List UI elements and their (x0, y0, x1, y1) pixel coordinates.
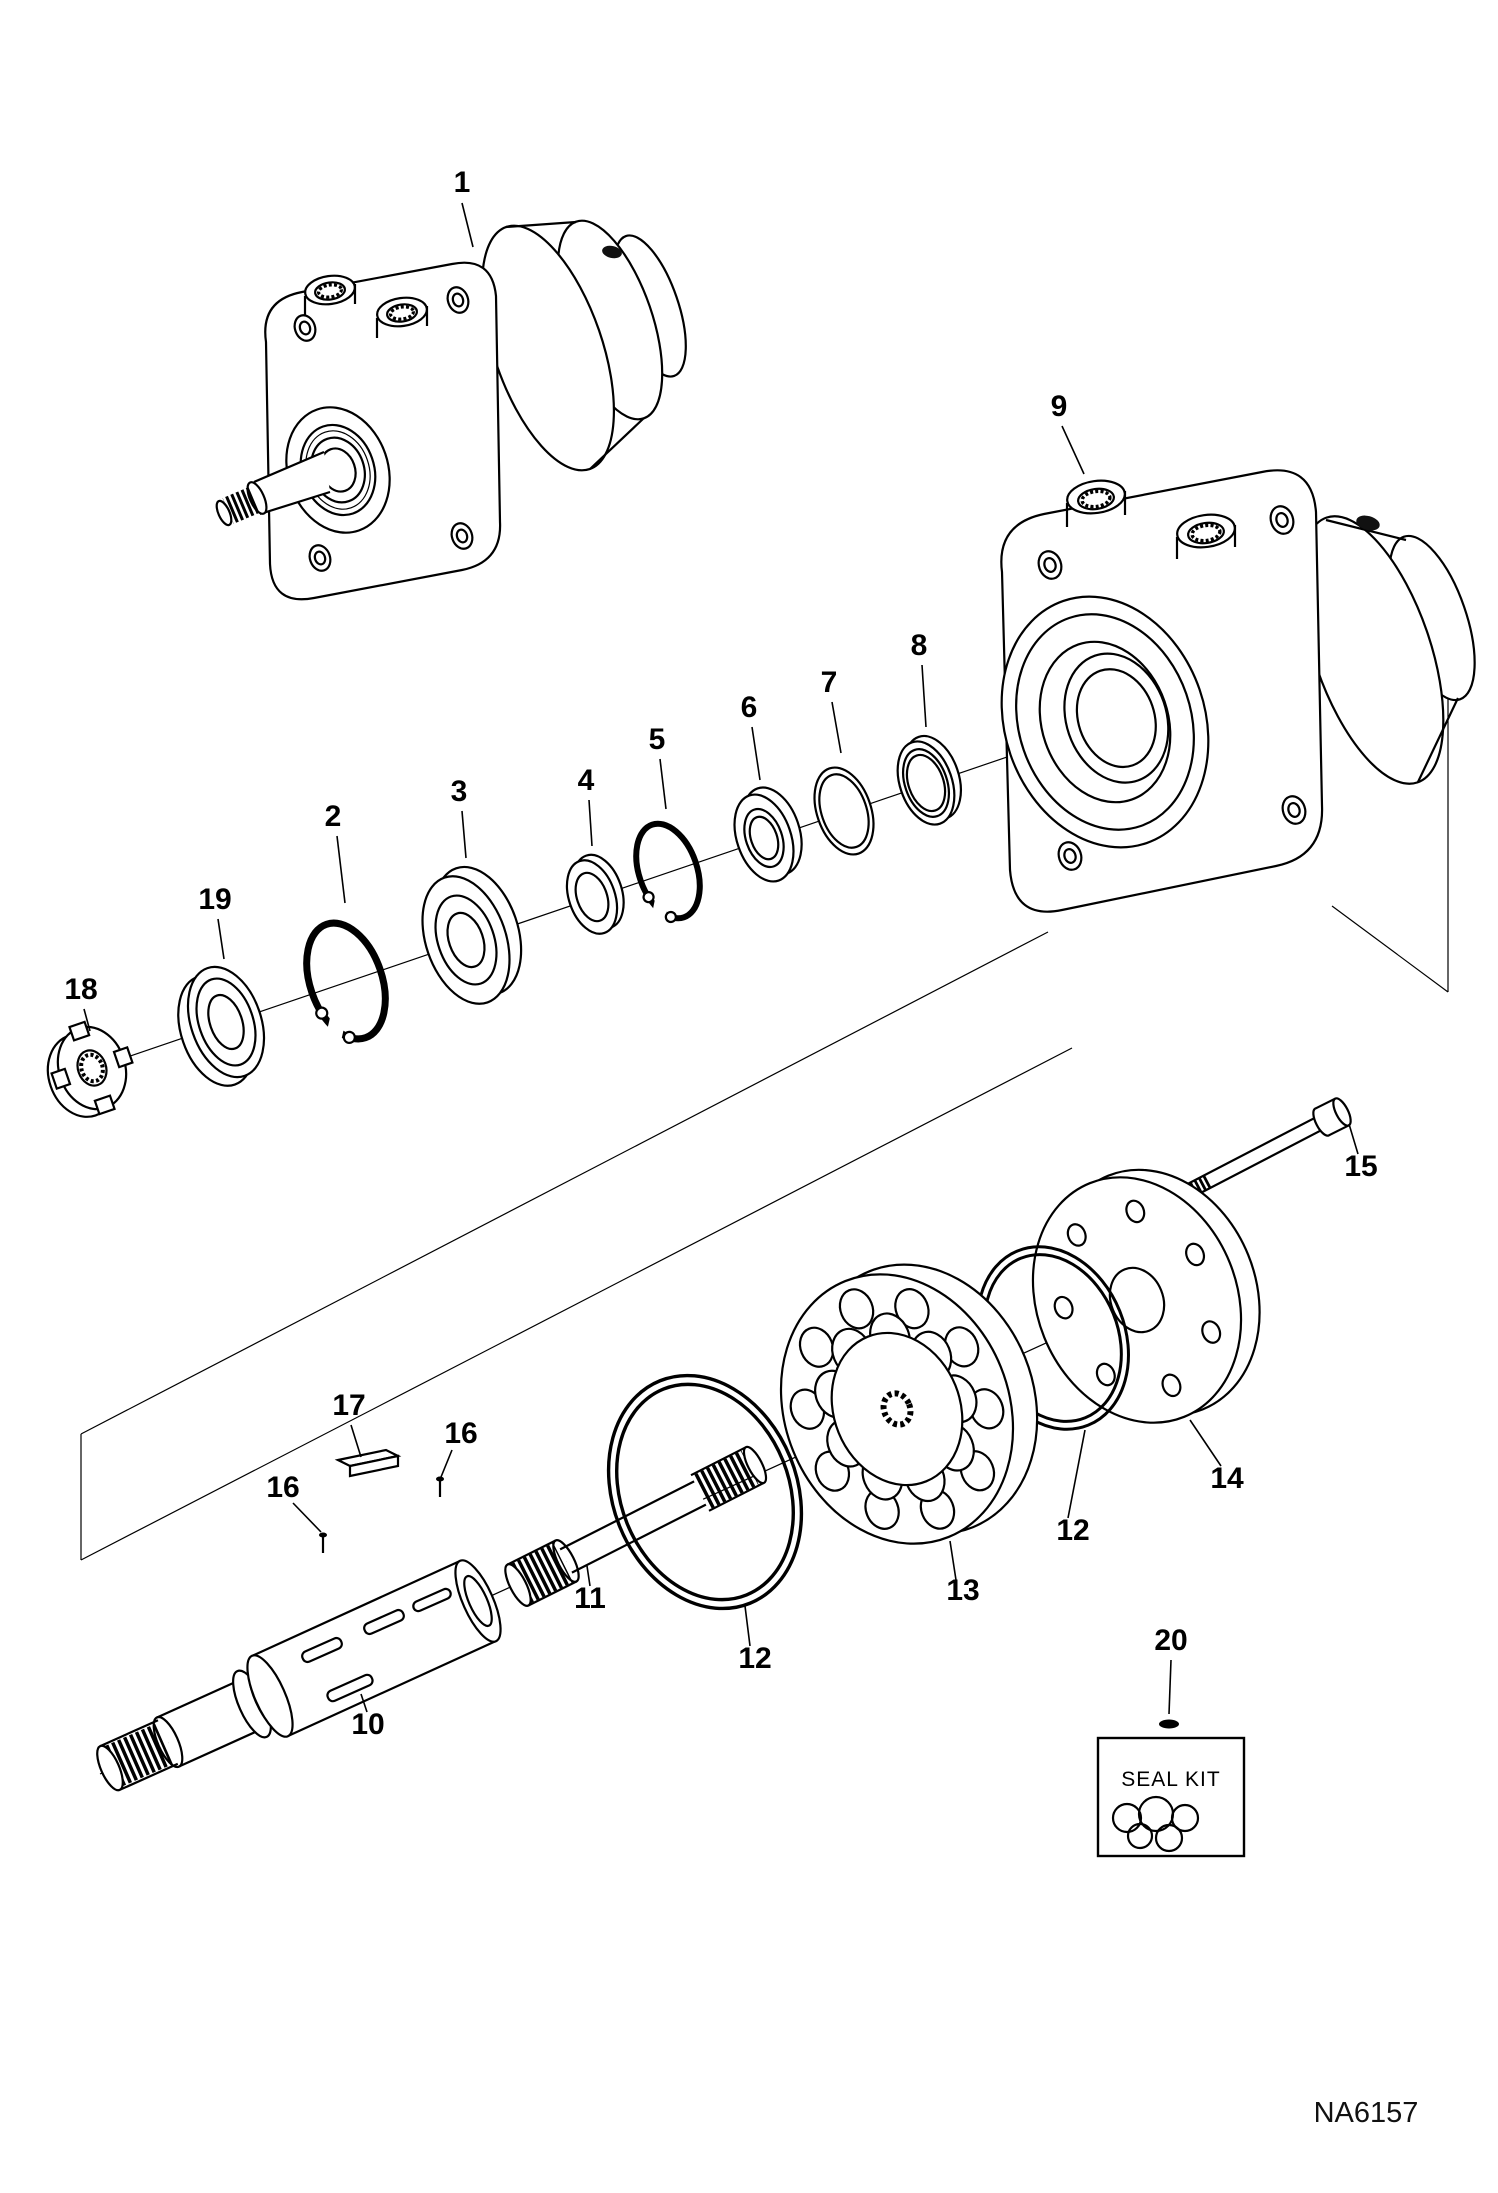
callout-1: 1 (454, 166, 471, 199)
seal-kit-label: SEAL KIT (1121, 1768, 1220, 1791)
callout-5: 5 (649, 723, 666, 756)
callout-15: 15 (1344, 1150, 1377, 1183)
part-13-gerotor (779, 1263, 1039, 1545)
part-16-pin-left (319, 1532, 327, 1553)
part-17-key (334, 1448, 402, 1478)
callout-7: 7 (821, 666, 838, 699)
callout-16-upper: 16 (444, 1417, 477, 1450)
callout-8: 8 (911, 629, 928, 662)
part-18-castle-nut (46, 1020, 134, 1118)
callout-18: 18 (64, 973, 97, 1006)
part-16-pin-upper (436, 1476, 444, 1497)
part-14-end-plate (1031, 1168, 1261, 1424)
part-12-o-ring-large (606, 1373, 804, 1611)
part-10-output-shaft (96, 1559, 502, 1792)
part-5-retaining-ring (633, 820, 703, 928)
part-1-motor-assembly (215, 219, 687, 601)
seal-icon (1159, 1719, 1179, 1729)
callout-19: 19 (198, 883, 231, 916)
callout-11: 11 (574, 1582, 606, 1615)
callout-12-mid: 12 (738, 1642, 771, 1675)
part-9-motor-housing (1000, 469, 1476, 913)
port-boss (1065, 479, 1237, 559)
callout-20: 20 (1154, 1624, 1187, 1657)
callout-2: 2 (325, 800, 342, 833)
callout-12-rear: 12 (1056, 1514, 1089, 1547)
part-3-bearing (421, 865, 523, 1005)
callout-4: 4 (578, 764, 595, 797)
part-8-seal-ring (896, 734, 962, 826)
port-boss (303, 274, 429, 338)
part-11-drive-shaft (504, 1445, 768, 1607)
callout-labels: 1 2 3 4 5 6 7 8 9 10 11 12 12 13 14 15 1… (64, 166, 1377, 1741)
callout-10: 10 (351, 1708, 384, 1741)
part-4-ring (565, 853, 625, 935)
part-20-seal-kit: SEAL KIT (1096, 1719, 1246, 1858)
part-2-retaining-ring (303, 919, 389, 1051)
callout-13: 13 (946, 1574, 979, 1607)
part-6-seal (733, 786, 803, 883)
front-hub-and-bearing (285, 406, 391, 534)
figure-code: NA6157 (1314, 2097, 1419, 2129)
callout-6: 6 (741, 691, 758, 724)
part-19-seal-washer (177, 965, 266, 1087)
part-7-washer (813, 766, 875, 856)
housing-bore (1000, 595, 1210, 849)
callout-17: 17 (332, 1389, 365, 1422)
callout-16-left: 16 (266, 1471, 299, 1504)
callout-3: 3 (451, 775, 468, 808)
callout-9: 9 (1051, 390, 1068, 423)
leader-lines (83, 202, 1359, 1715)
callout-14: 14 (1210, 1462, 1244, 1495)
